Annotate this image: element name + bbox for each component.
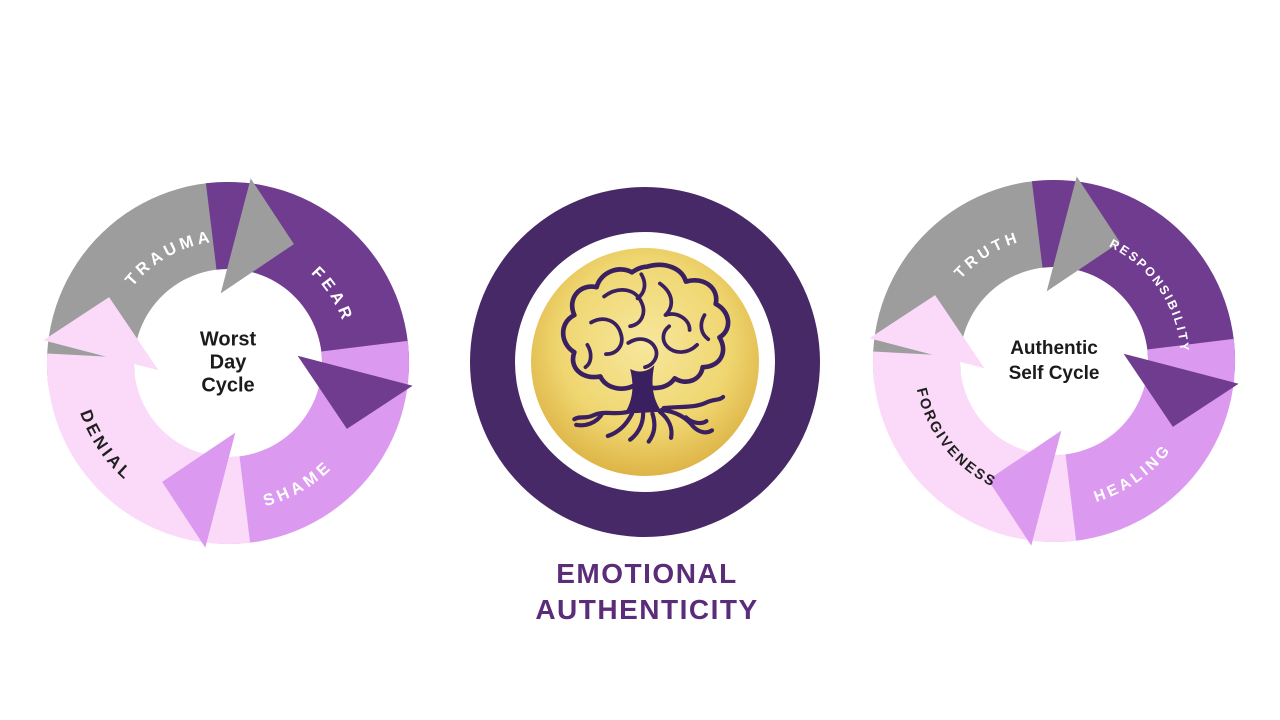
trauma-arrow-head bbox=[220, 178, 294, 294]
cycle-title-line: Worst bbox=[199, 328, 257, 351]
truth-arrow-head bbox=[1046, 176, 1120, 292]
main-title: EMOTIONAL AUTHENTICITY bbox=[347, 556, 947, 628]
denial-arrow-head bbox=[43, 297, 159, 371]
shame-arrow-head bbox=[162, 432, 236, 548]
main-title-line2: AUTHENTICITY bbox=[535, 594, 759, 625]
cycle-title-line: Cycle bbox=[201, 374, 255, 397]
cycle-title-line: Day bbox=[209, 351, 247, 374]
brain-folds bbox=[583, 272, 711, 370]
responsibility-arrow-head bbox=[1123, 353, 1239, 427]
cycle-title-line: Self Cycle bbox=[1008, 363, 1100, 384]
forgiveness-arrow-head bbox=[869, 295, 985, 369]
tree-roots bbox=[572, 394, 726, 444]
brain-tree-icon bbox=[470, 187, 820, 537]
fear-arrow-head bbox=[297, 355, 413, 429]
cycle-title-line: Authentic bbox=[1010, 338, 1098, 359]
healing-arrow-head bbox=[988, 430, 1062, 546]
main-title-line1: EMOTIONAL bbox=[556, 558, 738, 589]
brain-tree-illustration bbox=[560, 262, 731, 444]
tree-trunk bbox=[624, 365, 662, 414]
emotional-authenticity-logo bbox=[470, 187, 820, 537]
worst-day-cycle-title: Worst Day Cycle bbox=[200, 329, 256, 398]
authentic-self-cycle-title: Authentic Self Cycle bbox=[1009, 336, 1100, 386]
